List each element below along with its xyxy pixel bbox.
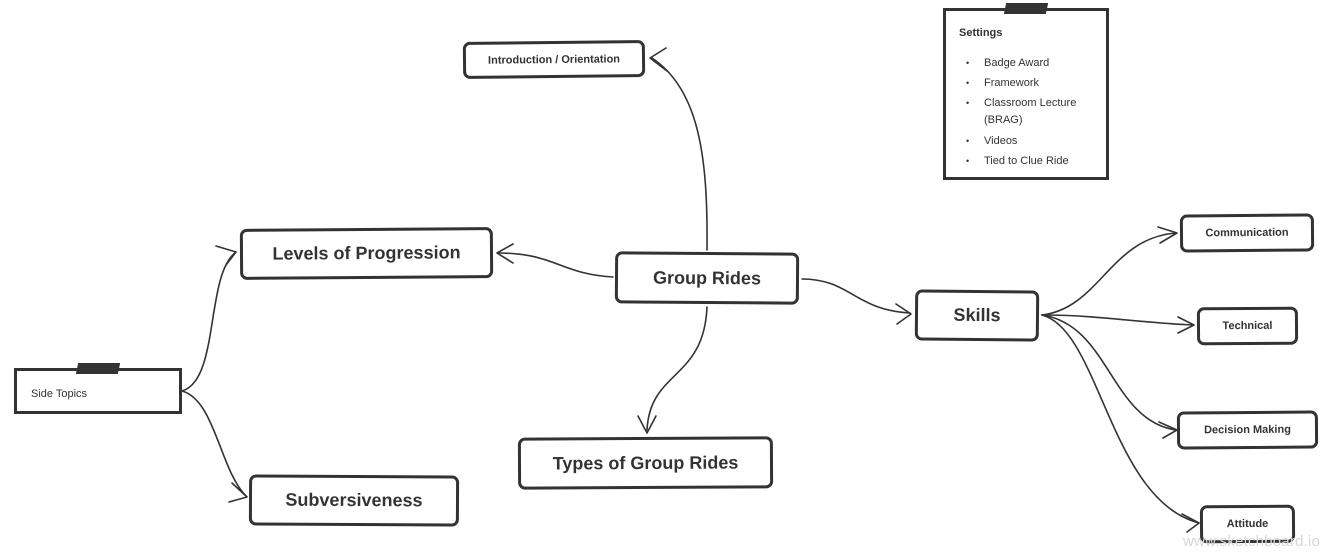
node-label: Subversiveness <box>285 489 423 511</box>
edge-sidetopics-subversiveness <box>181 390 247 497</box>
arrowhead-levels <box>496 243 514 264</box>
watermark: www.sketchboard.io <box>1183 533 1320 550</box>
node-levels-of-progression[interactable]: Levels of Progression <box>239 227 494 280</box>
settings-note-title: Settings <box>959 27 1003 39</box>
arrowhead-sidetopics-levels <box>215 245 237 266</box>
edge-skills-attitude <box>1041 314 1200 524</box>
edge-skills-communication <box>1041 232 1177 316</box>
node-label: Introduction / Orientation <box>487 52 621 67</box>
node-label: Types of Group Rides <box>552 452 739 473</box>
node-label: Levels of Progression <box>272 242 461 264</box>
arrowhead-attitude <box>1181 513 1200 533</box>
side-topics-note[interactable]: Side Topics <box>14 368 182 414</box>
arrowhead-sidetopics-subversiveness <box>228 482 248 503</box>
node-subversiveness[interactable]: Subversiveness <box>248 474 460 527</box>
arrowhead-skills <box>895 303 912 325</box>
edge-center-types <box>646 306 708 431</box>
list-item: Tied to Clue Ride <box>960 153 1110 169</box>
arrowhead-types <box>637 415 657 434</box>
node-skills[interactable]: Skills <box>914 289 1040 342</box>
list-item: Framework <box>960 75 1110 91</box>
arrowhead-introduction <box>649 47 668 72</box>
node-label: Skills <box>953 304 1001 326</box>
list-item: Videos <box>960 133 1110 149</box>
edge-sidetopics-levels <box>181 251 237 392</box>
side-topics-note-title: Side Topics <box>31 388 88 400</box>
node-label: Communication <box>1205 226 1289 240</box>
arrowhead-communication <box>1157 226 1178 244</box>
list-item: Classroom Lecture (BRAG) <box>960 95 1110 129</box>
arrowhead-technical <box>1177 316 1195 334</box>
node-label: Technical <box>1222 319 1273 333</box>
node-label: Attitude <box>1226 517 1269 531</box>
list-item: Badge Award <box>960 55 1110 71</box>
edge-center-introduction <box>651 57 708 251</box>
node-technical[interactable]: Technical <box>1196 306 1299 346</box>
node-label: Group Rides <box>652 267 762 288</box>
edge-skills-technical <box>1041 314 1194 326</box>
node-decision-making[interactable]: Decision Making <box>1176 410 1319 450</box>
settings-list: Badge Award Framework Classroom Lecture … <box>960 55 1110 173</box>
node-types-of-group-rides[interactable]: Types of Group Rides <box>517 436 774 490</box>
node-communication[interactable]: Communication <box>1179 213 1315 253</box>
node-label: Decision Making <box>1204 423 1291 437</box>
settings-note[interactable]: Settings Badge Award Framework Classroom… <box>943 8 1109 180</box>
side-topics-note-tape <box>75 363 121 374</box>
settings-note-tape <box>1003 3 1049 14</box>
edge-center-skills <box>801 278 911 314</box>
edge-center-levels <box>497 252 614 278</box>
node-group-rides[interactable]: Group Rides <box>614 251 800 305</box>
edge-skills-decision-making <box>1041 314 1177 431</box>
node-introduction-orientation[interactable]: Introduction / Orientation <box>462 40 646 79</box>
